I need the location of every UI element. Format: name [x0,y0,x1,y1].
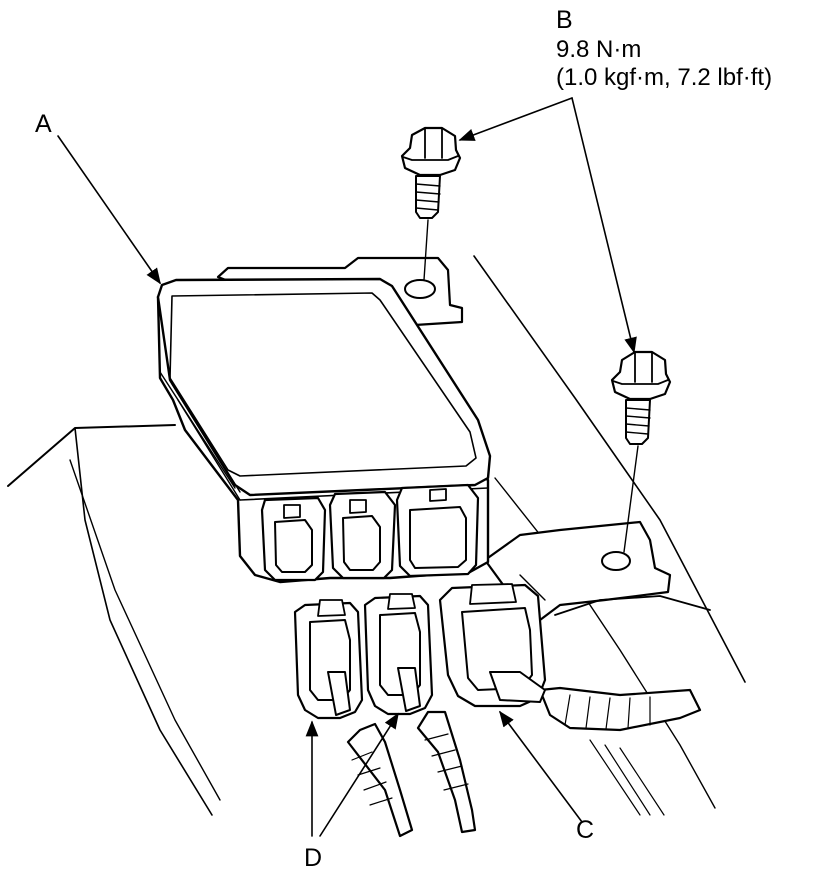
callout-d-label: D [304,844,323,872]
connector-c [438,583,547,708]
connector-d-left [293,599,364,720]
bolt-lower [610,350,672,445]
torque-spec-metric: 9.8 N·m [556,36,642,63]
control-unit [156,277,492,584]
bolt-axis-lines [423,219,639,553]
connector-d-right [363,593,434,716]
bolt-upper [400,126,462,219]
torque-spec-alt-units: (1.0 kgf·m, 7.2 lbf·ft) [556,64,773,91]
callout-b-label: B [556,6,573,34]
callout-a-label: A [35,110,52,138]
leader-lines [57,97,637,837]
callout-c-label: C [576,816,595,844]
harness-wires [346,595,711,838]
